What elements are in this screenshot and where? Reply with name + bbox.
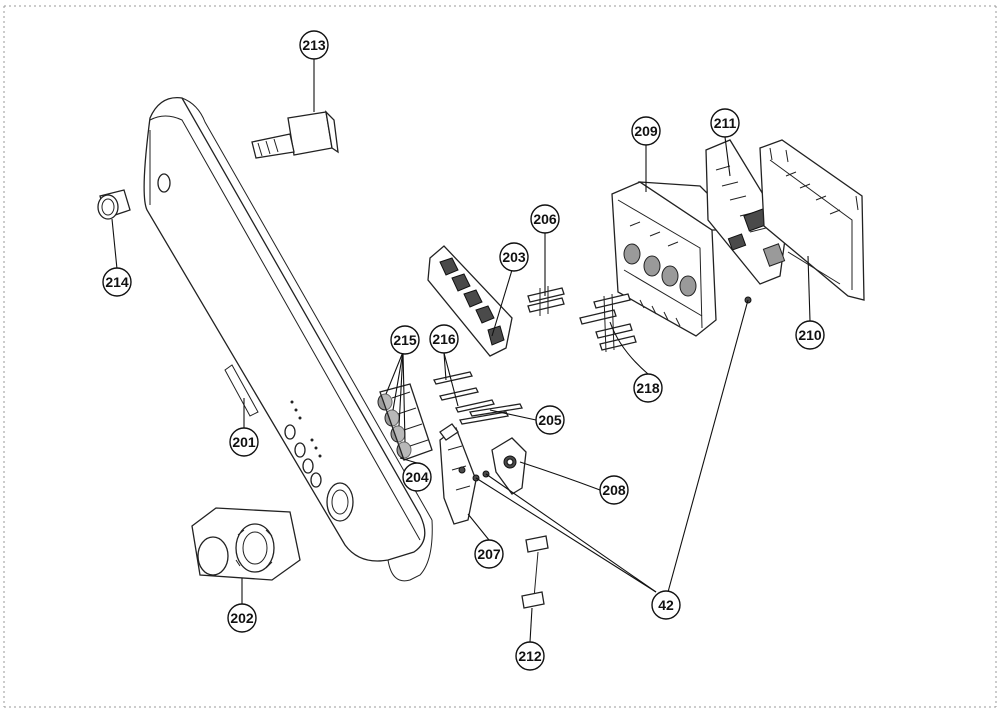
callout-215: 215 [390, 325, 420, 355]
callout-204: 204 [402, 462, 432, 492]
callout-214: 214 [102, 267, 132, 297]
svg-text:218: 218 [636, 380, 660, 396]
svg-text:207: 207 [477, 546, 501, 562]
callout-213: 213 [299, 30, 329, 60]
svg-text:205: 205 [538, 412, 562, 428]
connector-part-213 [251, 110, 339, 159]
callout-209: 209 [631, 116, 661, 146]
svg-text:211: 211 [714, 115, 737, 131]
knob-assembly-part-202 [191, 507, 301, 581]
callout-203: 203 [499, 242, 529, 272]
callout-205: 205 [535, 405, 565, 435]
callout-211: 211 [710, 108, 740, 138]
svg-text:212: 212 [518, 648, 542, 664]
switch-part-208 [491, 437, 527, 495]
callout-206: 206 [530, 204, 560, 234]
svg-text:208: 208 [602, 482, 626, 498]
svg-text:204: 204 [405, 469, 429, 485]
callout-201: 201 [229, 427, 259, 457]
svg-text:215: 215 [393, 332, 417, 348]
callout-202: 202 [227, 603, 257, 633]
callout-210: 210 [795, 320, 825, 350]
callout-218: 218 [633, 373, 663, 403]
svg-text:209: 209 [634, 123, 658, 139]
rods-part-205 [469, 403, 523, 417]
svg-text:210: 210 [798, 327, 822, 343]
button-cap-part-214 [97, 189, 131, 220]
svg-text:206: 206 [533, 211, 557, 227]
pcb-part-211 [705, 139, 787, 285]
svg-text:42: 42 [658, 597, 674, 613]
control-panel-part [143, 97, 433, 582]
leader-lines [111, 59, 811, 643]
button-strip-part-203 [427, 245, 513, 357]
svg-text:213: 213 [302, 37, 326, 53]
callout-208: 208 [599, 475, 629, 505]
callout-207: 207 [474, 539, 504, 569]
svg-text:203: 203 [502, 249, 526, 265]
cable-clip-part-212 [521, 535, 549, 609]
svg-text:202: 202 [230, 610, 254, 626]
pins-part-218 [579, 293, 637, 353]
callout-216: 216 [429, 324, 459, 354]
callout-42: 42 [651, 590, 681, 620]
svg-text:216: 216 [432, 331, 456, 347]
svg-text:201: 201 [232, 434, 256, 450]
svg-text:214: 214 [105, 274, 129, 290]
selector-bracket-part-204 [439, 423, 477, 525]
light-guides-part-216 [433, 371, 509, 425]
pins-part-206 [527, 286, 565, 316]
cover-part-210 [759, 139, 865, 301]
callout-212: 212 [515, 641, 545, 671]
